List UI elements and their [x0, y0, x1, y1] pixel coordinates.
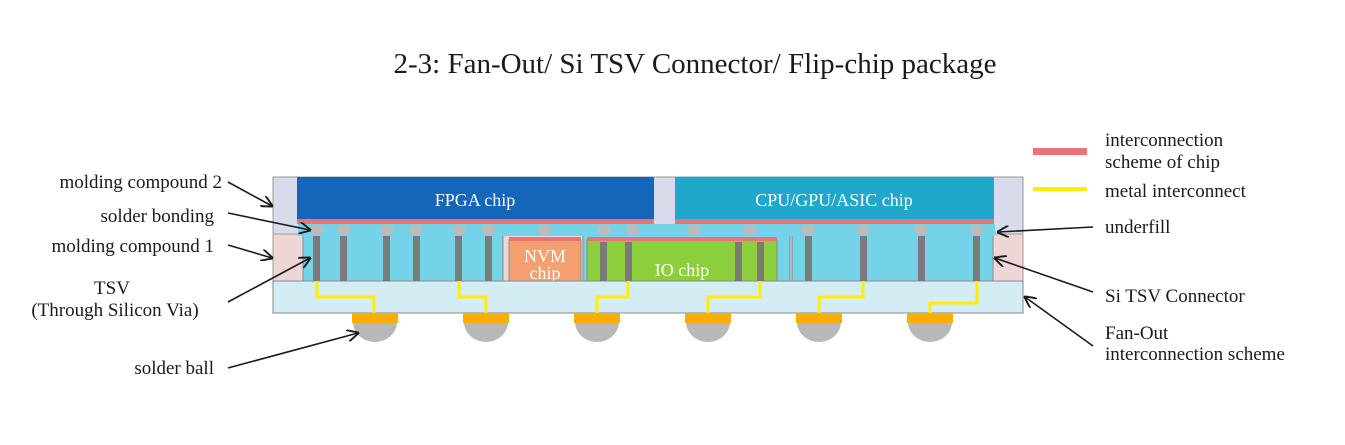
package: NVM chip IO chip FPGA chip	[272, 176, 1024, 342]
tsv	[340, 236, 347, 281]
legend-metal-interconnect-swatch	[1033, 187, 1087, 191]
legend: interconnection scheme of chip metal int…	[1033, 130, 1247, 202]
solder-bump	[409, 225, 423, 235]
nvm-chip-label-line1: NVM	[524, 246, 566, 266]
tsv	[383, 236, 390, 281]
si-tsv-connector-right	[791, 233, 994, 282]
metal-interconnect-group	[315, 281, 979, 313]
right-arrow-group	[995, 227, 1094, 347]
si-tsv-connector-left	[302, 233, 504, 282]
cpu-chip-interconnect	[675, 219, 994, 224]
tsv	[735, 242, 742, 281]
solder-bump	[482, 225, 496, 235]
tsv	[485, 236, 492, 281]
cpu-gpu-asic-chip	[675, 177, 994, 219]
label-molding-compound-1: molding compound 1	[51, 236, 214, 257]
label-solder-bonding: solder bonding	[101, 206, 215, 227]
fpga-chip-label: FPGA chip	[435, 190, 516, 210]
tsv-group	[313, 236, 980, 281]
solder-bump	[538, 225, 552, 235]
arrow-molding-compound-2	[227, 181, 272, 206]
tsv	[918, 236, 925, 281]
solder-bump	[914, 225, 928, 235]
legend-chip-interconnect-line1: interconnection	[1105, 130, 1224, 151]
label-underfill: underfill	[1105, 217, 1170, 238]
metal-interconnect	[315, 281, 376, 313]
io-chip-label: IO chip	[655, 260, 709, 280]
solder-bump	[380, 225, 394, 235]
arrow-underfill	[998, 227, 1094, 232]
arrow-solder-ball	[227, 333, 358, 369]
tsv	[973, 236, 980, 281]
solder-bump	[597, 225, 611, 235]
tsv	[455, 236, 462, 281]
fan-out-layer	[272, 280, 1024, 314]
solder-bump	[801, 225, 815, 235]
left-arrow-group	[227, 181, 358, 369]
solder-ball	[352, 313, 398, 342]
cpu-gpu-asic-chip-label: CPU/GPU/ASIC chip	[755, 190, 913, 210]
tsv	[413, 236, 420, 281]
metal-interconnect	[928, 281, 979, 313]
tsv	[600, 242, 607, 281]
label-fan-out-line1: Fan-Out	[1105, 323, 1169, 344]
arrow-tsv	[227, 258, 310, 303]
io-chip-interconnect	[587, 237, 777, 241]
legend-metal-interconnect: metal interconnect	[1105, 181, 1247, 202]
solder-bump-group	[310, 225, 984, 235]
diagram-title: 2-3: Fan-Out/ Si TSV Connector/ Flip-chi…	[393, 48, 996, 80]
metal-interconnect	[595, 281, 630, 313]
solder-bump	[970, 225, 984, 235]
nvm-chip-label-line2: chip	[530, 263, 561, 283]
fpga-chip	[297, 177, 654, 219]
solder-ball	[685, 313, 731, 342]
nvm-chip-interconnect	[509, 237, 581, 241]
label-si-tsv-connector: Si TSV Connector	[1105, 286, 1245, 307]
label-tsv-line1: TSV	[94, 278, 130, 299]
metal-interconnect	[457, 281, 488, 313]
solder-ball	[796, 313, 842, 342]
arrow-solder-bonding	[227, 212, 310, 230]
metal-interconnect	[706, 281, 762, 313]
arrow-si-tsv-connector	[995, 258, 1094, 293]
label-molding-compound-2: molding compound 2	[59, 172, 222, 193]
solder-bump	[310, 225, 324, 235]
solder-ball	[463, 313, 509, 342]
solder-bump	[626, 225, 640, 235]
fpga-chip-interconnect	[297, 219, 654, 224]
tsv	[313, 236, 320, 281]
solder-ball-group	[352, 313, 953, 342]
solder-bump	[743, 225, 757, 235]
legend-chip-interconnect-swatch	[1033, 148, 1087, 155]
tsv	[805, 236, 812, 281]
solder-bump	[452, 225, 466, 235]
arrow-molding-compound-1	[227, 244, 272, 258]
solder-bump	[687, 225, 701, 235]
tsv	[860, 236, 867, 281]
label-fan-out-line2: interconnection scheme	[1105, 344, 1285, 365]
metal-interconnect	[817, 281, 865, 313]
arrow-fan-out	[1025, 297, 1094, 347]
solder-ball	[907, 313, 953, 342]
nvm-chip	[508, 239, 582, 282]
solder-bump	[856, 225, 870, 235]
underfill	[298, 224, 995, 236]
tsv	[757, 242, 764, 281]
solder-bump	[337, 225, 351, 235]
label-solder-ball: solder ball	[134, 358, 214, 379]
tsv	[625, 242, 632, 281]
solder-ball	[574, 313, 620, 342]
label-tsv-line2: (Through Silicon Via)	[31, 300, 198, 321]
legend-chip-interconnect-line2: scheme of chip	[1105, 152, 1220, 173]
